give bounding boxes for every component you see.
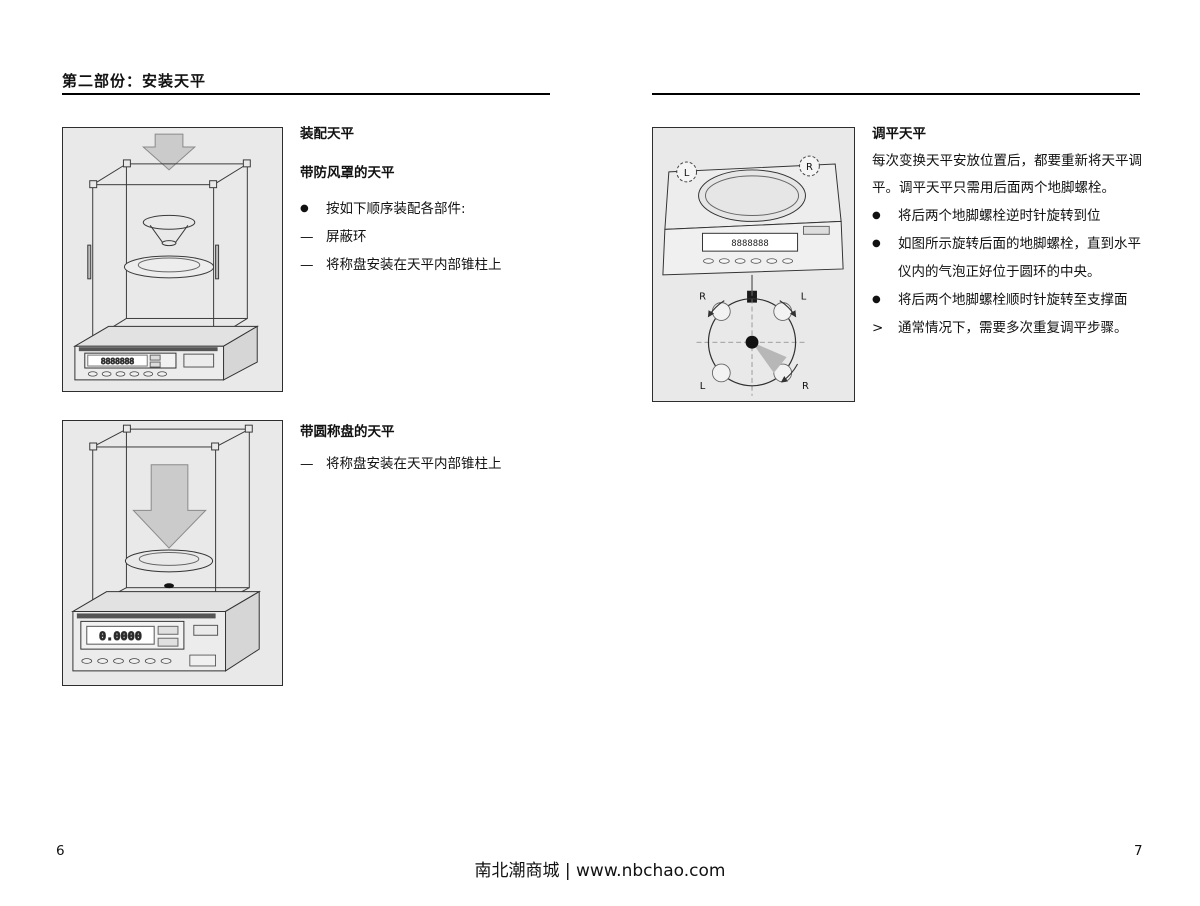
dash-marker: — [300, 229, 314, 245]
rotation-label-upper-left: R [699, 292, 706, 303]
weighing-pan [124, 549, 214, 589]
bullet-marker: ● [300, 203, 309, 214]
list-item-text: 通常情况下，需要多次重复调平步骤。 [898, 320, 1128, 336]
bullet-marker: ● [872, 238, 881, 249]
angle-marker: > [872, 320, 884, 336]
page-number-left: 6 [56, 843, 65, 859]
figure-balance-draft-shield: 8888888 [62, 127, 283, 392]
list-item: — 屏蔽环 [300, 223, 630, 251]
leveling-illustration: L R 8888888 [662, 155, 844, 396]
rear-foot-left-label: L [684, 168, 690, 179]
round-pan-heading: 带圆称盘的天平 [300, 424, 395, 440]
rotate-arrow-upper-left [707, 300, 725, 318]
watermark-footer: 南北潮商城 | www.nbchao.com [474, 861, 726, 881]
rear-foot-right [799, 155, 820, 177]
balance-round-pan-illustration: 0.0000 [71, 424, 262, 672]
bullet-marker: ● [872, 210, 881, 221]
leveling-intro: 每次变换天平安放位置后，都要重新将天平调平。调平天平只需用后面两个地脚螺栓。 [872, 153, 1142, 196]
list-item: > 通常情况下，需要多次重复调平步骤。 [872, 314, 1148, 342]
leveling-title: 调平天平 [872, 126, 926, 142]
leveling-list: ● 将后两个地脚螺栓逆时针旋转到位 ● 如图所示旋转后面的地脚螺栓，直到水平仪内… [872, 202, 1148, 342]
balance-base: 8888888 [73, 325, 260, 381]
shield-balance-list: ● 按如下顺序装配各部件: — 屏蔽环 — 将称盘安装在天平内部锥柱上 [300, 195, 630, 279]
assemble-title: 装配天平 [300, 126, 354, 142]
rotation-label-lower-left: L [700, 381, 706, 392]
lcd-display: 8888888 [702, 232, 799, 252]
shield-ring-funnel [142, 214, 196, 247]
assemble-text-block: 装配天平 带防风罩的天平 ● 按如下顺序装配各部件: — 屏蔽环 — 将称盘安装… [300, 121, 630, 279]
round-pan-list: — 将称盘安装在天平内部锥柱上 [300, 450, 630, 478]
figure-leveling: L R 8888888 [652, 127, 855, 402]
list-item: ● 按如下顺序装配各部件: [300, 195, 630, 223]
balance-draft-shield-illustration: 8888888 [73, 133, 260, 381]
rotation-label-upper-right: L [801, 292, 807, 303]
list-item-text: 如图所示旋转后面的地脚螺栓，直到水平仪内的气泡正好位于圆环的中央。 [898, 236, 1141, 280]
header-rule-left [62, 93, 550, 95]
draft-shield [87, 159, 251, 340]
rear-foot-left [676, 161, 698, 183]
dash-marker: — [300, 257, 314, 273]
rear-foot-right-label: R [806, 162, 813, 173]
list-item-text: 按如下顺序装配各部件: [326, 201, 466, 217]
list-item-text: 将后两个地脚螺栓顺时针旋转至支撑面 [898, 292, 1128, 308]
round-pan-text-block: 带圆称盘的天平 — 将称盘安装在天平内部锥柱上 [300, 419, 630, 478]
leveling-text-block: 调平天平 每次变换天平安放位置后，都要重新将天平调平。调平天平只需用后面两个地脚… [872, 121, 1148, 342]
down-arrow-icon [132, 464, 207, 549]
svg-text:8888888: 8888888 [101, 357, 135, 366]
svg-text:0.0000: 0.0000 [99, 629, 142, 643]
shadow-wedge [752, 342, 787, 373]
page-title: 第二部份：安装天平 [62, 72, 207, 90]
keypad-buttons [87, 371, 167, 377]
center-dot [745, 335, 759, 349]
figure-balance-round-pan: 0.0000 [62, 420, 283, 686]
list-item: ● 将后两个地脚螺栓逆时针旋转到位 [872, 202, 1148, 230]
down-arrow-icon [141, 133, 197, 171]
svg-text:8888888: 8888888 [731, 239, 769, 249]
cone-post-dot [164, 583, 174, 589]
rotate-arrow-lower-right [780, 363, 799, 383]
list-item-text: 将称盘安装在天平内部锥柱上 [326, 257, 502, 273]
foot-rotation-diagram: R L L R [696, 290, 809, 396]
lcd-display: 0.0000 [80, 620, 185, 650]
list-item-text: 屏蔽环 [326, 229, 367, 245]
bullet-marker: ● [872, 294, 881, 305]
lcd-display: 8888888 [84, 352, 177, 369]
list-item: ● 如图所示旋转后面的地脚螺栓，直到水平仪内的气泡正好位于圆环的中央。 [872, 230, 1148, 286]
dash-marker: — [300, 456, 314, 472]
keypad-buttons [81, 654, 217, 667]
weighing-pan [123, 255, 215, 279]
keypad-buttons [703, 258, 794, 264]
rotation-label-lower-right: R [802, 381, 809, 392]
balance-top-view: L R 8888888 [662, 155, 844, 276]
list-item-text: 将后两个地脚螺栓逆时针旋转到位 [898, 208, 1101, 224]
list-item-text: 将称盘安装在天平内部锥柱上 [326, 456, 502, 472]
balance-base: 0.0000 [71, 590, 262, 672]
list-item: — 将称盘安装在天平内部锥柱上 [300, 450, 630, 478]
list-item: — 将称盘安装在天平内部锥柱上 [300, 251, 630, 279]
page-number-right: 7 [1134, 843, 1143, 859]
list-item: ● 将后两个地脚螺栓顺时针旋转至支撑面 [872, 286, 1148, 314]
rotate-arrow-upper-right [779, 300, 797, 318]
header-rule-right [652, 93, 1140, 95]
shield-balance-heading: 带防风罩的天平 [300, 165, 395, 181]
